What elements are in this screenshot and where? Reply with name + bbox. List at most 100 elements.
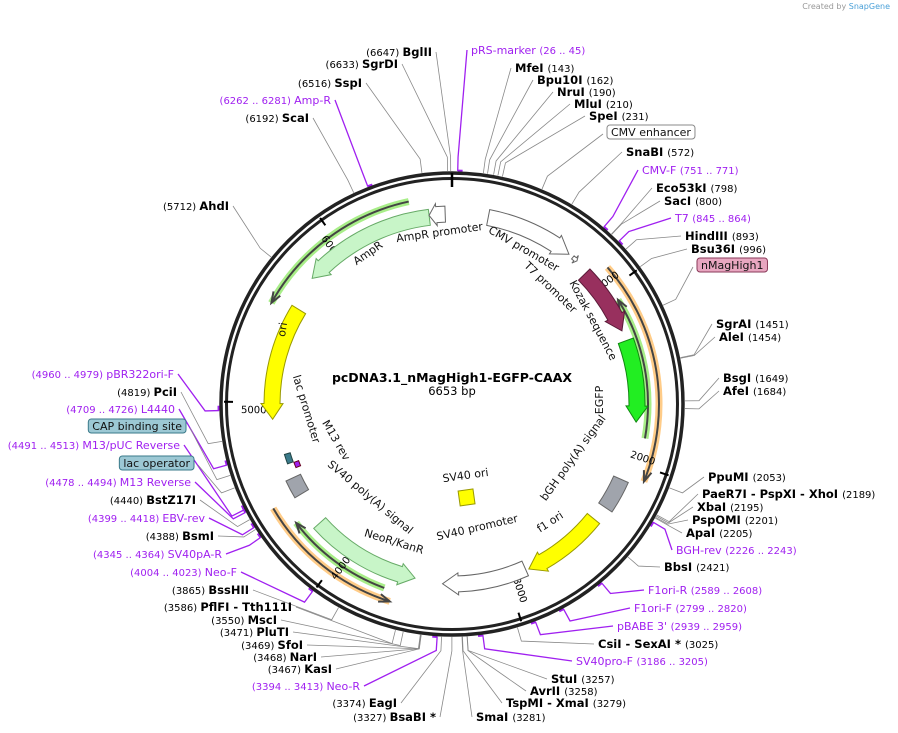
primer-label[interactable]: (4345 .. 4364) SV40pA-R: [93, 548, 222, 561]
site-hindiii[interactable]: HindIII (893): [685, 229, 759, 243]
primer-label[interactable]: BGH-rev (2226 .. 2243): [676, 544, 797, 557]
site-label[interactable]: (4819) PciI: [117, 385, 177, 399]
orf-arc[interactable]: [270, 200, 409, 304]
site-scai[interactable]: (6192) ScaI: [245, 111, 309, 125]
primer-label[interactable]: (4960 .. 4979) pBR322ori-F: [32, 368, 174, 381]
primer-f1ori-r[interactable]: F1ori-R (2589 .. 2608): [648, 584, 762, 597]
primer-sv40pa-r[interactable]: (4345 .. 4364) SV40pA-R: [93, 548, 222, 561]
site-bglii[interactable]: (6647) BglII: [366, 45, 432, 59]
primer-bgh-rev[interactable]: BGH-rev (2226 .. 2243): [676, 544, 797, 557]
site-sgrai[interactable]: SgrAI (1451): [716, 317, 789, 331]
feature-egfp[interactable]: EGFP: [593, 337, 649, 423]
feature-shape[interactable]: [617, 337, 649, 423]
site-spei[interactable]: SpeI (231): [589, 109, 649, 123]
feature-m13-rev[interactable]: M13 rev: [293, 418, 353, 469]
primer-pbr322ori-f[interactable]: (4960 .. 4979) pBR322ori-F: [32, 368, 174, 381]
primer-label[interactable]: pBABE 3' (2939 .. 2959): [617, 620, 742, 633]
primer-sv40pro-f[interactable]: SV40pro-F (3186 .. 3205): [576, 655, 708, 668]
site-afei[interactable]: AfeI (1684): [723, 384, 786, 398]
orf-arc[interactable]: [617, 299, 649, 439]
primer-label[interactable]: SV40pro-F (3186 .. 3205): [576, 655, 708, 668]
site-label[interactable]: (4440) BstZ17I: [110, 493, 196, 507]
site-mfei[interactable]: MfeI (143): [515, 61, 575, 75]
primer-f1ori-f[interactable]: F1ori-F (2799 .. 2820): [634, 602, 747, 615]
feature-sv40-poly-a-signal[interactable]: SV40 poly(A) signal: [285, 458, 416, 537]
primer-l4440[interactable]: (4709 .. 4726) L4440: [66, 403, 175, 416]
feature-bgh-poly-a-signal[interactable]: bGH poly(A) signal: [538, 413, 629, 513]
site-label[interactable]: AvrII (3258): [530, 684, 598, 698]
primer-label[interactable]: (4478 .. 4494) M13 Reverse: [45, 476, 191, 489]
site-label[interactable]: AleI (1454): [719, 330, 781, 344]
site-label[interactable]: ApaI (2205): [686, 526, 753, 540]
site-label[interactable]: HindIII (893): [685, 229, 759, 243]
feature-sv40-ori[interactable]: SV40 ori: [442, 466, 490, 507]
site-pspomi[interactable]: PspOMI (2201): [692, 513, 778, 527]
feature-f1-ori[interactable]: f1 ori: [528, 509, 601, 572]
site-label[interactable]: (3327) BsaBI *: [353, 710, 436, 724]
site-label[interactable]: SacI (800): [664, 194, 722, 208]
site-ahdi[interactable]: (5712) AhdI: [163, 199, 229, 213]
primer-label[interactable]: CMV-F (751 .. 771): [642, 164, 739, 177]
site-nari[interactable]: (3468) NarI: [253, 650, 317, 664]
site-label[interactable]: (6192) ScaI: [245, 111, 309, 125]
feature-shape[interactable]: [313, 516, 416, 586]
site-label[interactable]: (5712) AhdI: [163, 199, 229, 213]
feature-shape[interactable]: [577, 268, 626, 332]
feature-shape[interactable]: [598, 475, 629, 513]
site-label[interactable]: (3550) MscI: [211, 613, 277, 627]
site-label[interactable]: MluI (210): [574, 97, 633, 111]
primer-t7[interactable]: T7 (845 .. 864): [674, 212, 751, 225]
site-eagi[interactable]: (3374) EagI: [332, 696, 397, 710]
site-avrii[interactable]: AvrII (3258): [530, 684, 598, 698]
site-label[interactable]: BsgI (1649): [723, 371, 788, 385]
site-label[interactable]: PspOMI (2201): [692, 513, 778, 527]
site-label[interactable]: PpuMI (2053): [708, 470, 786, 484]
site-bsmi[interactable]: (4388) BsmI: [146, 529, 214, 543]
primer-label[interactable]: (4709 .. 4726) L4440: [66, 403, 175, 416]
primer-neo-r[interactable]: (3394 .. 3413) Neo-R: [252, 680, 361, 693]
site-label[interactable]: Bpu10I (162): [537, 73, 613, 87]
feature-shape[interactable]: [260, 304, 307, 421]
site-label[interactable]: Eco53kI (798): [656, 181, 738, 195]
primer-cmv-f[interactable]: CMV-F (751 .. 771): [642, 164, 739, 177]
site-label[interactable]: BbsI (2421): [664, 560, 729, 574]
site-label[interactable]: SnaBI (572): [626, 145, 694, 159]
site-bpu10i[interactable]: Bpu10I (162): [537, 73, 613, 87]
primer-label[interactable]: (3394 .. 3413) Neo-R: [252, 680, 361, 693]
site-stui[interactable]: StuI (3257): [551, 672, 615, 686]
site-pluti[interactable]: (3471) PluTI: [220, 625, 289, 639]
site-tspmi-xmai[interactable]: TspMI - XmaI (3279): [506, 696, 626, 710]
site-alei[interactable]: AleI (1454): [719, 330, 781, 344]
site-label[interactable]: (6647) BglII: [366, 45, 432, 59]
feature-shape[interactable]: [570, 255, 579, 264]
feature-ori[interactable]: ori: [260, 304, 307, 421]
site-label[interactable]: SpeI (231): [589, 109, 649, 123]
site-label[interactable]: (3468) NarI: [253, 650, 317, 664]
site-pflfi-tth111i[interactable]: (3586) PflFI - Tth111I: [164, 600, 292, 614]
site-bbsi[interactable]: BbsI (2421): [664, 560, 729, 574]
site-saci[interactable]: SacI (800): [664, 194, 722, 208]
site-bstz17i[interactable]: (4440) BstZ17I: [110, 493, 196, 507]
site-pcii[interactable]: (4819) PciI: [117, 385, 177, 399]
boxed-feature-cmv-enhancer[interactable]: CMV enhancer: [606, 124, 696, 140]
site-label[interactable]: SmaI (3281): [476, 710, 546, 724]
feature-shape[interactable]: [311, 208, 431, 279]
site-bsgi[interactable]: BsgI (1649): [723, 371, 788, 385]
site-sgrdi[interactable]: (6633) SgrDI: [326, 57, 398, 71]
sv40-ori-box[interactable]: [457, 488, 476, 507]
primer-m13-puc-reverse[interactable]: (4491 .. 4513) M13/pUC Reverse: [8, 439, 180, 452]
boxed-feature-lac-operator[interactable]: lac operator: [118, 455, 195, 471]
feature-shape[interactable]: [441, 560, 530, 596]
site-label[interactable]: (6633) SgrDI: [326, 57, 398, 71]
site-label[interactable]: PaeR7I - PspXI - XhoI (2189): [702, 487, 875, 501]
primer-ebv-rev[interactable]: (4399 .. 4418) EBV-rev: [88, 512, 206, 525]
site-label[interactable]: (3469) SfoI: [241, 638, 303, 652]
site-ppumi[interactable]: PpuMI (2053): [708, 470, 786, 484]
site-bsabi[interactable]: (3327) BsaBI *: [353, 710, 436, 724]
feature-lac-promoter[interactable]: lac promoter: [283, 373, 323, 465]
site-apai[interactable]: ApaI (2205): [686, 526, 753, 540]
site-label[interactable]: MfeI (143): [515, 61, 575, 75]
feature-shape[interactable]: [283, 452, 294, 465]
site-xbai[interactable]: XbaI (2195): [697, 500, 764, 514]
primer-label[interactable]: F1ori-R (2589 .. 2608): [648, 584, 762, 597]
